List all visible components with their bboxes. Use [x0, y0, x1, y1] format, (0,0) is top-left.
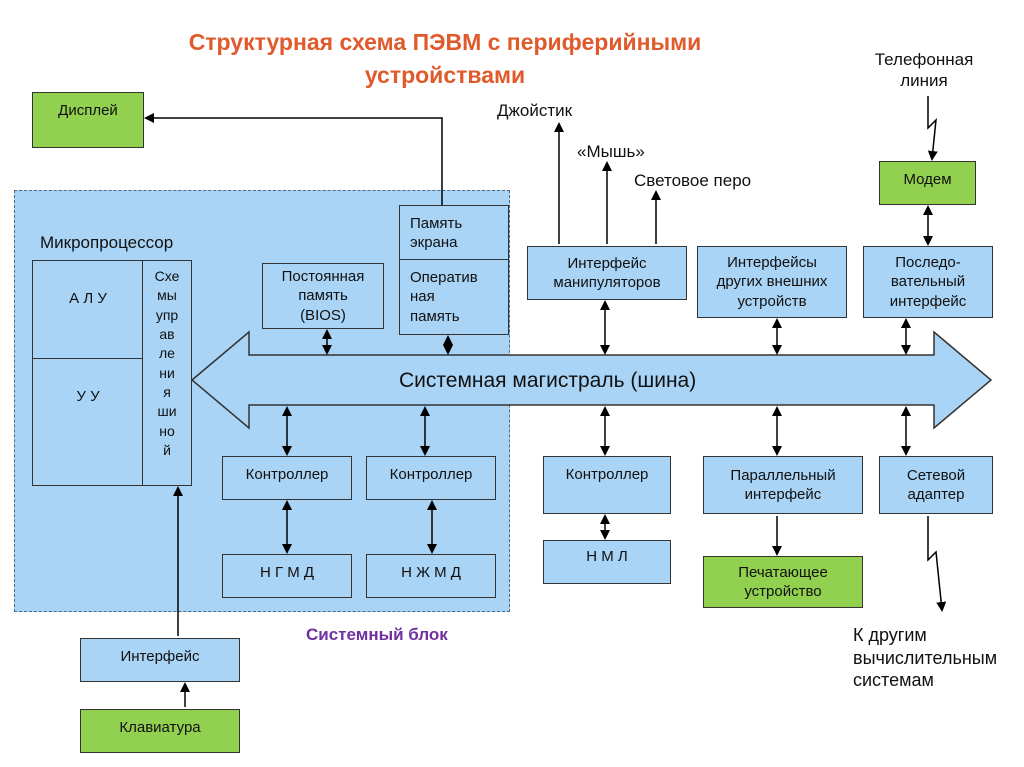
other-systems-label: К другим вычислительным системам	[853, 625, 998, 690]
fdd-label: Н Г М Д	[259, 564, 315, 581]
other-interfaces-label: Интерфейсы других внешних устройств	[716, 253, 828, 310]
manipulator-interface-box: Интерфейс манипуляторов	[527, 246, 687, 300]
screen-memory-box: Память экрана	[399, 205, 509, 261]
screen-memory-label: Память экрана	[410, 214, 463, 252]
control-unit-label: У У	[76, 388, 100, 405]
hdd-box: Н Ж М Д	[366, 554, 496, 598]
printer-label: Печатающее устройство	[738, 563, 828, 601]
modem-label: Модем	[903, 171, 952, 188]
fdd-controller-label: Контроллер	[245, 466, 329, 483]
keyboard-interface-box: Интерфейс	[80, 638, 240, 682]
keyboard-box: Клавиатура	[80, 709, 240, 753]
printer-box: Печатающее устройство	[703, 556, 863, 608]
system-block-label: Системный блок	[306, 625, 448, 644]
display-box: Дисплей	[32, 92, 144, 148]
phone-line-label: Телефонная линия	[874, 50, 974, 91]
serial-interface-box: Последо- вательный интерфейс	[863, 246, 993, 318]
serial-interface-label: Последо- вательный интерфейс	[889, 253, 967, 310]
light-pen-label: Световое перо	[634, 171, 752, 190]
bus-control-circuits-box: Схе мы упр ав ле ни я ши но й	[142, 260, 192, 486]
fdd-controller-box: Контроллер	[222, 456, 352, 500]
diagram-title: Структурная схема ПЭВМ с периферийными у…	[188, 29, 702, 89]
hdd-label: Н Ж М Д	[401, 564, 461, 581]
alu-box: А Л У	[32, 260, 144, 360]
rom-label: Постоянная память (BIOS)	[281, 267, 365, 324]
joystick-label: Джойстик	[497, 101, 573, 120]
ram-label: Оператив ная память	[410, 268, 478, 325]
manipulator-interface-label: Интерфейс манипуляторов	[553, 254, 661, 292]
tape-label: Н М Л	[586, 548, 628, 565]
parallel-interface-label: Параллельный интерфейс	[730, 466, 836, 504]
mouse-label: «Мышь»	[577, 142, 645, 161]
tape-controller-box: Контроллер	[543, 456, 671, 514]
control-unit-box: У У	[32, 358, 144, 486]
ram-box: Оператив ная память	[399, 259, 509, 335]
fdd-box: Н Г М Д	[222, 554, 352, 598]
keyboard-label: Клавиатура	[119, 719, 201, 736]
hdd-controller-box: Контроллер	[366, 456, 496, 500]
network-adapter-label: Сетевой адаптер	[906, 466, 966, 504]
network-adapter-box: Сетевой адаптер	[879, 456, 993, 514]
keyboard-interface-label: Интерфейс	[120, 648, 200, 665]
alu-label: А Л У	[69, 290, 107, 307]
hdd-controller-label: Контроллер	[389, 466, 473, 483]
bus-label: Системная магистраль (шина)	[399, 369, 697, 392]
tape-box: Н М Л	[543, 540, 671, 584]
display-label: Дисплей	[58, 102, 118, 119]
other-interfaces-box: Интерфейсы других внешних устройств	[697, 246, 847, 318]
modem-box: Модем	[879, 161, 976, 205]
rom-box: Постоянная память (BIOS)	[262, 263, 384, 329]
parallel-interface-box: Параллельный интерфейс	[703, 456, 863, 514]
microprocessor-label: Микропроцессор	[40, 233, 174, 252]
bus-control-circuits-label: Схе мы упр ав ле ни я ши но й	[154, 268, 180, 458]
tape-controller-label: Контроллер	[565, 466, 649, 483]
